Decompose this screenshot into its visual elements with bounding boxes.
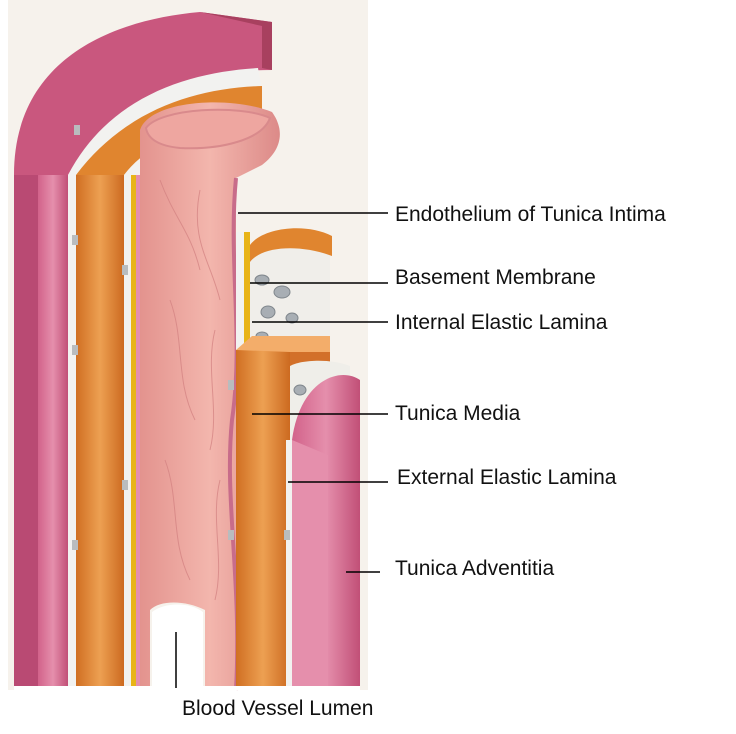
adventitia-left (38, 175, 68, 688)
media-left (76, 175, 124, 688)
leader-lines (175, 212, 388, 688)
media-step (236, 350, 290, 690)
label-internal-elastic-lamina: Internal Elastic Lamina (395, 311, 608, 334)
label-blood-vessel-lumen: Blood Vessel Lumen (182, 697, 374, 720)
label-endothelium: Endothelium of Tunica Intima (395, 203, 666, 226)
adventitia-top-edge (200, 12, 272, 70)
label-basement-membrane: Basement Membrane (395, 266, 596, 289)
label-external-elastic-lamina: External Elastic Lamina (397, 466, 617, 489)
intima-tube (140, 102, 280, 690)
connective-dots (72, 125, 290, 550)
media-step-cap (250, 228, 332, 262)
lumen-bottom-opening (152, 604, 203, 690)
elastic-fenestrae (254, 274, 299, 341)
endothelial-cell-pattern (159, 179, 221, 601)
label-tunica-adventitia: Tunica Adventitia (395, 557, 555, 580)
external-elastic-left (68, 175, 76, 688)
lumen-top-opening (144, 108, 272, 150)
internal-elastic-face (250, 241, 330, 350)
adventitia-edge (14, 175, 38, 688)
internal-elastic-left (124, 175, 131, 688)
basement-left (131, 175, 136, 688)
external-elastic-step (286, 440, 292, 690)
media-step-top (236, 336, 330, 352)
label-tunica-media: Tunica Media (395, 402, 521, 425)
adventitia-step-front (292, 440, 328, 690)
bottom-edge (14, 686, 360, 690)
